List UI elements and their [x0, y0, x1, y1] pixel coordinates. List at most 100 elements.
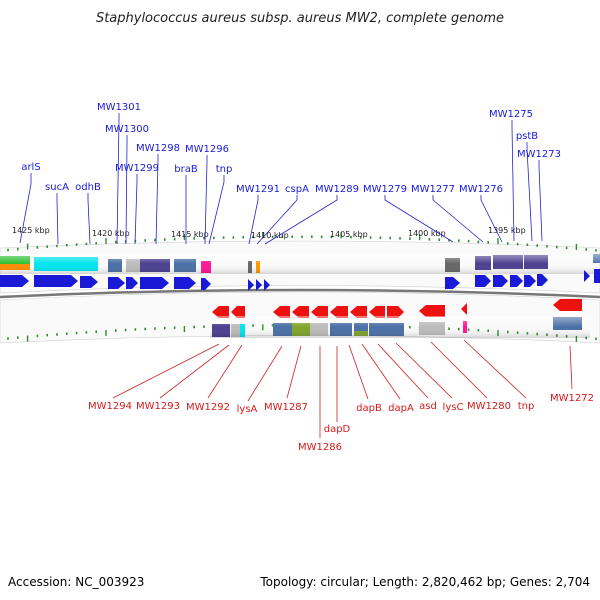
- gene-arrow: [212, 306, 229, 318]
- ruler-label: 1415 kbp: [171, 230, 209, 239]
- reverse-feature-blocks: [210, 316, 590, 338]
- gene-arrow: [594, 269, 600, 283]
- gene-arrow: [461, 303, 467, 315]
- gene-label-top: tnp: [216, 164, 233, 175]
- leader-line: [116, 113, 120, 245]
- gene-label-top: MW1279: [363, 184, 407, 195]
- gene-label-bottom: MW1293: [136, 401, 180, 412]
- gene-label-bottom: MW1292: [186, 402, 230, 413]
- gene-arrow: [584, 270, 590, 282]
- ruler-label: 1410 kbp: [251, 231, 289, 240]
- ruler-label: 1405 kbp: [330, 230, 368, 239]
- gene-arrow: [273, 306, 290, 318]
- leader-line: [134, 174, 138, 245]
- leader-line: [56, 193, 59, 245]
- gene-label-top: MW1273: [517, 149, 561, 160]
- leader-line: [384, 195, 454, 243]
- ruler-label: 1395 kbp: [488, 226, 526, 235]
- gene-arrow: [350, 306, 367, 318]
- gene-arrow: [387, 306, 404, 318]
- gene-label-top: MW1276: [459, 184, 503, 195]
- gene-label-top: MW1275: [489, 109, 533, 120]
- gene-arrow: [231, 306, 245, 318]
- leader-line: [204, 155, 208, 245]
- leader-line: [87, 193, 91, 245]
- leader-line: [569, 345, 573, 390]
- gene-arrow: [201, 278, 211, 290]
- gene-arrow: [419, 305, 445, 317]
- leader-line: [286, 345, 302, 399]
- gene-arrow: [80, 276, 98, 288]
- leader-line: [264, 195, 338, 245]
- gene-label-bottom: lysA: [237, 404, 258, 415]
- gene-label-top: MW1277: [411, 184, 455, 195]
- top-leader-lines: [19, 113, 543, 245]
- gene-arrow: [174, 277, 196, 289]
- gene-arrow: [248, 279, 254, 291]
- gene-arrow: [369, 306, 385, 318]
- gene-arrow: [0, 275, 29, 287]
- gene-arrow: [126, 277, 138, 289]
- top-ruler-ticks: [7, 232, 597, 252]
- leader-line: [256, 195, 298, 245]
- leader-line: [463, 339, 527, 399]
- leader-line: [377, 343, 429, 399]
- gene-arrow: [108, 277, 125, 289]
- leader-line: [125, 135, 128, 245]
- gene-arrow: [553, 299, 582, 311]
- gene-label-top: MW1299: [115, 163, 159, 174]
- gene-arrow: [493, 275, 508, 287]
- gene-label-top: MW1289: [315, 184, 359, 195]
- gene-label-top: MW1301: [97, 102, 141, 113]
- gene-arrow: [524, 275, 536, 287]
- gene-arrow: [510, 275, 523, 287]
- forward-gene-arrows: [0, 269, 600, 291]
- bottom-gene-labels: MW1294 MW1293 MW1292 lysA MW1287 dapD MW…: [88, 393, 594, 453]
- summary-text: Topology: circular; Length: 2,820,462 bp…: [259, 575, 590, 589]
- gene-arrow: [256, 279, 262, 291]
- gene-label-bottom: dapD: [324, 424, 351, 435]
- leader-line: [112, 343, 220, 399]
- leader-line: [538, 160, 543, 242]
- gene-arrow: [34, 275, 78, 287]
- gene-label-top: pstB: [516, 131, 538, 142]
- leader-line: [247, 345, 283, 402]
- gene-label-top: braB: [174, 164, 198, 175]
- gene-label-top: MW1298: [136, 143, 180, 154]
- ruler-label: 1400 kbp: [408, 229, 446, 238]
- gene-label-bottom: tnp: [518, 401, 535, 412]
- gene-label-bottom: dapA: [388, 403, 414, 414]
- leader-line: [348, 344, 369, 400]
- gene-label-top: MW1296: [185, 144, 229, 155]
- ruler-labels: 1425 kbp 1420 kbp 1415 kbp 1410 kbp 1405…: [12, 226, 526, 240]
- top-gene-labels: arlS sucA odhB MW1301 MW1300 MW1299 MW12…: [21, 102, 561, 195]
- bottom-leader-lines: [112, 339, 573, 438]
- leader-line: [526, 142, 533, 242]
- ruler-label: 1420 kbp: [92, 229, 130, 238]
- gene-label-bottom: MW1287: [264, 402, 308, 413]
- gene-arrow: [330, 306, 348, 318]
- gene-label-bottom: asd: [419, 401, 437, 412]
- leader-line: [248, 195, 259, 245]
- ruler-label: 1425 kbp: [12, 226, 50, 235]
- leader-line: [480, 195, 503, 243]
- gene-arrow: [475, 275, 491, 287]
- gene-arrow: [140, 277, 169, 289]
- leader-line: [155, 154, 159, 245]
- leader-line: [430, 341, 488, 399]
- leader-line: [159, 344, 230, 399]
- leader-line: [19, 173, 32, 244]
- genome-backbone: [0, 288, 600, 299]
- gene-label-bottom: lysC: [443, 402, 464, 413]
- gene-label-bottom: MW1280: [467, 401, 511, 412]
- gene-label-top: MW1300: [105, 124, 149, 135]
- gene-label-top: sucA: [45, 182, 69, 193]
- forward-feature-blocks: [0, 254, 600, 274]
- map-title: Staphylococcus aureus subsp. aureus MW2,…: [96, 11, 504, 26]
- gene-arrow: [292, 306, 309, 318]
- leader-line: [208, 175, 225, 245]
- gene-arrow: [264, 279, 270, 291]
- gene-arrow: [311, 306, 328, 318]
- gene-label-bottom: MW1272: [550, 393, 594, 404]
